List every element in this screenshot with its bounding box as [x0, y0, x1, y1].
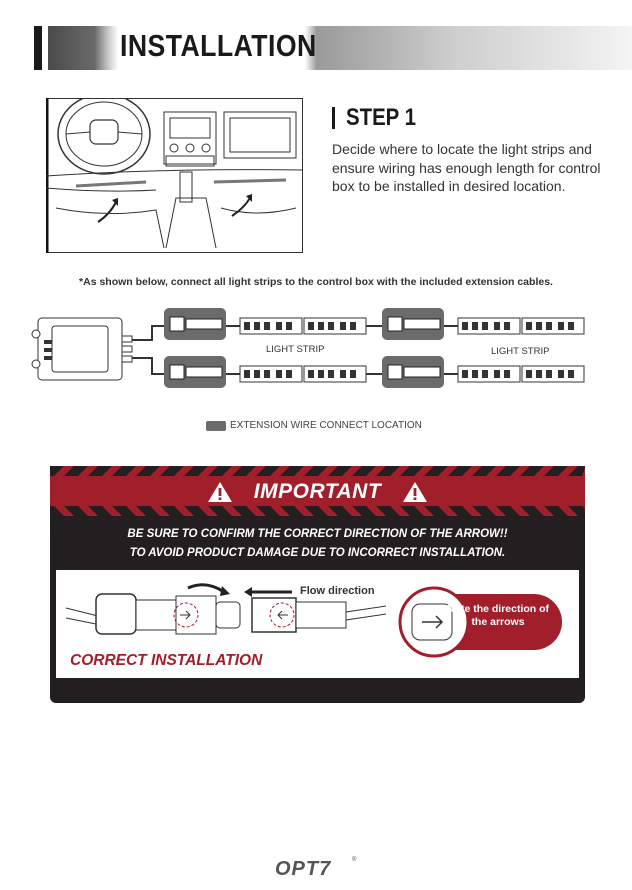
- important-banner: [50, 466, 585, 516]
- brand-logo: OPT7: [275, 858, 332, 880]
- arrow-direction-note: Note the direction of the arrows: [446, 603, 550, 628]
- page-title: INSTALLATION: [120, 28, 317, 63]
- step-title: STEP 1: [346, 104, 416, 131]
- important-line-1: BE SURE TO CONFIRM THE CORRECT DIRECTION…: [127, 528, 508, 540]
- correct-installation-label: CORRECT INSTALLATION: [70, 652, 263, 669]
- connector-illustration: [65, 583, 562, 658]
- header-banner: [48, 26, 632, 70]
- warning-icon-right: [403, 482, 427, 502]
- flow-direction-label: Flow direction: [300, 585, 375, 597]
- step-description: Decide where to locate the light strips …: [332, 141, 601, 194]
- dashboard-illustration: [46, 98, 303, 253]
- warning-icon-left: [208, 482, 232, 502]
- light-strip-label-left: LIGHT STRIP: [266, 344, 325, 355]
- wiring-diagram: [31, 307, 585, 389]
- wiring-note: *As shown below, connect all light strip…: [79, 276, 553, 288]
- extension-connector-swatch: [206, 421, 226, 431]
- step-accent-bar: [332, 107, 335, 129]
- important-title: IMPORTANT: [253, 480, 382, 503]
- legend-label: EXTENSION WIRE CONNECT LOCATION: [230, 420, 422, 431]
- important-line-2: TO AVOID PRODUCT DAMAGE DUE TO INCORRECT…: [129, 547, 506, 559]
- light-strip-label-right: LIGHT STRIP: [491, 346, 550, 357]
- header-accent-bar: [34, 26, 42, 70]
- trademark-symbol: ®: [352, 857, 357, 863]
